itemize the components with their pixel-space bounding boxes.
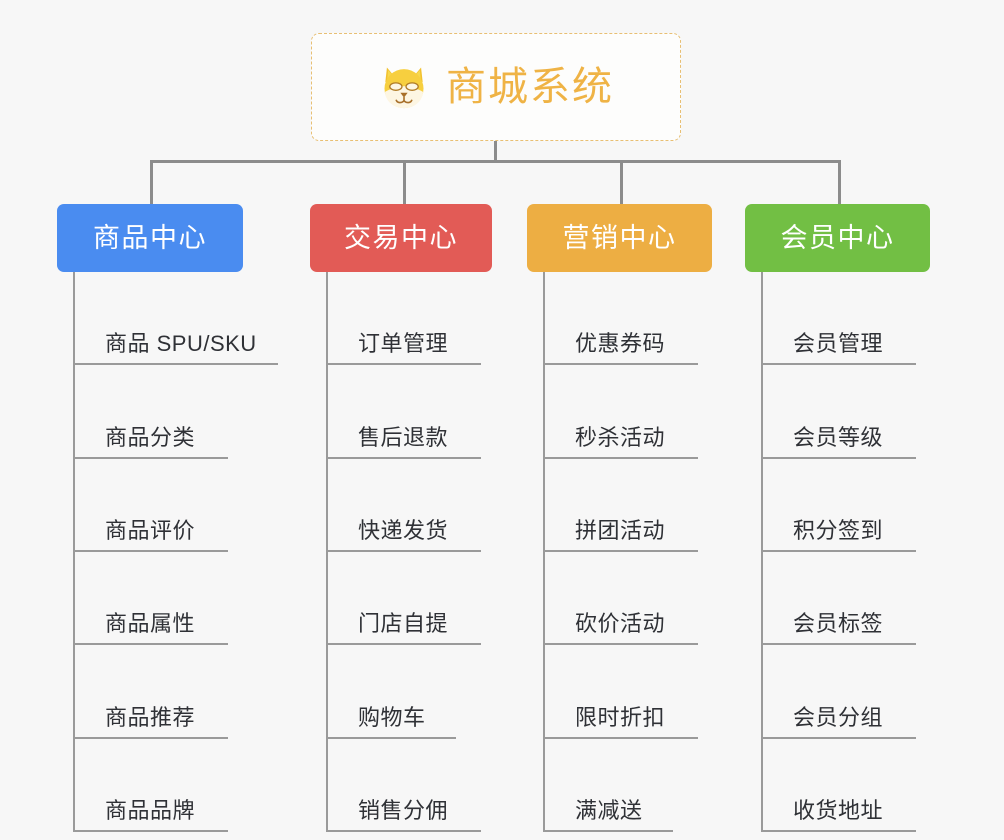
leaf-label: 优惠券码 <box>575 331 666 357</box>
leaf-underline <box>73 643 228 646</box>
branch-node-3[interactable]: 营销中心 <box>527 204 712 272</box>
leaf-underline <box>73 363 278 366</box>
leaf-underline <box>543 736 698 739</box>
branch-node-1[interactable]: 商品中心 <box>57 204 243 272</box>
leaf-label: 会员管理 <box>793 331 884 357</box>
leaf-item[interactable]: 积分签到 <box>761 459 916 552</box>
leaf-label: 秒杀活动 <box>575 424 666 450</box>
leaf-underline <box>326 549 481 552</box>
root-title: 商城系统 <box>446 65 614 109</box>
leaf-item[interactable]: 会员标签 <box>761 552 916 646</box>
leaf-item[interactable]: 商品评价 <box>73 459 278 552</box>
leaf-underline <box>326 829 481 832</box>
root-node[interactable]: 商城系统 <box>311 33 681 141</box>
leaf-item[interactable]: 订单管理 <box>326 272 481 366</box>
leaf-underline <box>326 456 481 459</box>
connector-horizontal-bus <box>150 160 841 163</box>
connector-drop-branch-4 <box>838 160 841 205</box>
branch-node-2-label: 交易中心 <box>344 222 458 253</box>
leaf-underline <box>761 736 916 739</box>
leaf-spine-4 <box>761 272 763 832</box>
leaf-label: 快递发货 <box>358 517 449 543</box>
leaf-underline <box>73 549 228 552</box>
leaf-item[interactable]: 优惠券码 <box>543 272 698 366</box>
branch-node-4-label: 会员中心 <box>780 222 895 253</box>
leaf-item[interactable]: 门店自提 <box>326 552 481 646</box>
connector-drop-branch-2 <box>403 160 406 205</box>
leaf-underline <box>761 549 916 552</box>
connector-drop-branch-1 <box>150 160 153 205</box>
leaf-item[interactable]: 销售分佣 <box>326 739 481 832</box>
leaf-label: 会员分组 <box>793 704 884 730</box>
shiba-dog-face-icon <box>384 67 424 109</box>
leaf-underline <box>543 549 698 552</box>
leaf-spine-2 <box>326 272 328 832</box>
leaf-spine-3 <box>543 272 545 832</box>
leaf-spine-1 <box>73 272 75 832</box>
leaf-label: 收货地址 <box>793 797 884 823</box>
leaf-underline <box>326 363 481 366</box>
leaf-item[interactable]: 满减送 <box>543 739 698 832</box>
branch-node-4[interactable]: 会员中心 <box>745 204 930 272</box>
leaf-item[interactable]: 商品 SPU/SKU <box>73 272 278 366</box>
leaf-label: 销售分佣 <box>358 797 449 823</box>
leaf-label: 售后退款 <box>358 424 449 450</box>
leaf-item[interactable]: 秒杀活动 <box>543 365 698 459</box>
branch-node-1-label: 商品中心 <box>93 222 207 253</box>
leaf-column-1: 商品 SPU/SKU 商品分类 商品评价 商品属性 商品推荐 商品品牌 <box>73 272 278 832</box>
leaf-label: 商品品牌 <box>105 797 196 823</box>
leaf-label: 订单管理 <box>358 331 449 357</box>
leaf-item[interactable]: 会员等级 <box>761 365 916 459</box>
leaf-underline <box>326 643 481 646</box>
leaf-item[interactable]: 会员管理 <box>761 272 916 366</box>
leaf-item[interactable]: 拼团活动 <box>543 459 698 552</box>
leaf-underline <box>761 829 916 832</box>
leaf-label: 门店自提 <box>358 611 449 637</box>
leaf-underline <box>73 736 228 739</box>
branch-node-3-label: 营销中心 <box>562 222 677 253</box>
leaf-label: 商品分类 <box>105 424 196 450</box>
leaf-label: 拼团活动 <box>575 517 666 543</box>
leaf-item[interactable]: 商品属性 <box>73 552 278 646</box>
leaf-label: 砍价活动 <box>575 611 666 637</box>
leaf-underline <box>543 456 698 459</box>
leaf-label: 限时折扣 <box>575 704 666 730</box>
leaf-item[interactable]: 收货地址 <box>761 739 916 832</box>
leaf-underline <box>761 363 916 366</box>
leaf-item[interactable]: 快递发货 <box>326 459 481 552</box>
leaf-underline <box>543 363 698 366</box>
leaf-label: 会员标签 <box>793 611 884 637</box>
connector-root-stem <box>494 141 497 163</box>
leaf-underline <box>326 736 456 739</box>
leaf-label: 商品属性 <box>105 611 196 637</box>
leaf-underline <box>761 643 916 646</box>
leaf-column-3: 优惠券码 秒杀活动 拼团活动 砍价活动 限时折扣 满减送 <box>543 272 698 832</box>
leaf-underline <box>73 829 228 832</box>
leaf-item[interactable]: 商品分类 <box>73 365 278 459</box>
connector-drop-branch-3 <box>620 160 623 205</box>
leaf-label: 满减送 <box>575 797 643 823</box>
leaf-label: 会员等级 <box>793 424 884 450</box>
leaf-underline <box>543 643 698 646</box>
leaf-column-4: 会员管理 会员等级 积分签到 会员标签 会员分组 收货地址 <box>761 272 916 832</box>
branch-node-2[interactable]: 交易中心 <box>310 204 492 272</box>
leaf-underline <box>543 829 673 832</box>
leaf-item[interactable]: 限时折扣 <box>543 645 698 739</box>
leaf-label: 商品评价 <box>105 517 196 543</box>
leaf-item[interactable]: 售后退款 <box>326 365 481 459</box>
leaf-label: 商品 SPU/SKU <box>105 331 257 357</box>
leaf-item[interactable]: 商品品牌 <box>73 739 278 832</box>
leaf-item[interactable]: 购物车 <box>326 645 481 739</box>
leaf-label: 商品推荐 <box>105 704 196 730</box>
leaf-item[interactable]: 会员分组 <box>761 645 916 739</box>
leaf-item[interactable]: 商品推荐 <box>73 645 278 739</box>
leaf-label: 购物车 <box>358 704 426 730</box>
leaf-column-2: 订单管理 售后退款 快递发货 门店自提 购物车 销售分佣 <box>326 272 481 832</box>
leaf-label: 积分签到 <box>793 517 884 543</box>
leaf-underline <box>73 456 228 459</box>
leaf-item[interactable]: 砍价活动 <box>543 552 698 646</box>
leaf-underline <box>761 456 916 459</box>
